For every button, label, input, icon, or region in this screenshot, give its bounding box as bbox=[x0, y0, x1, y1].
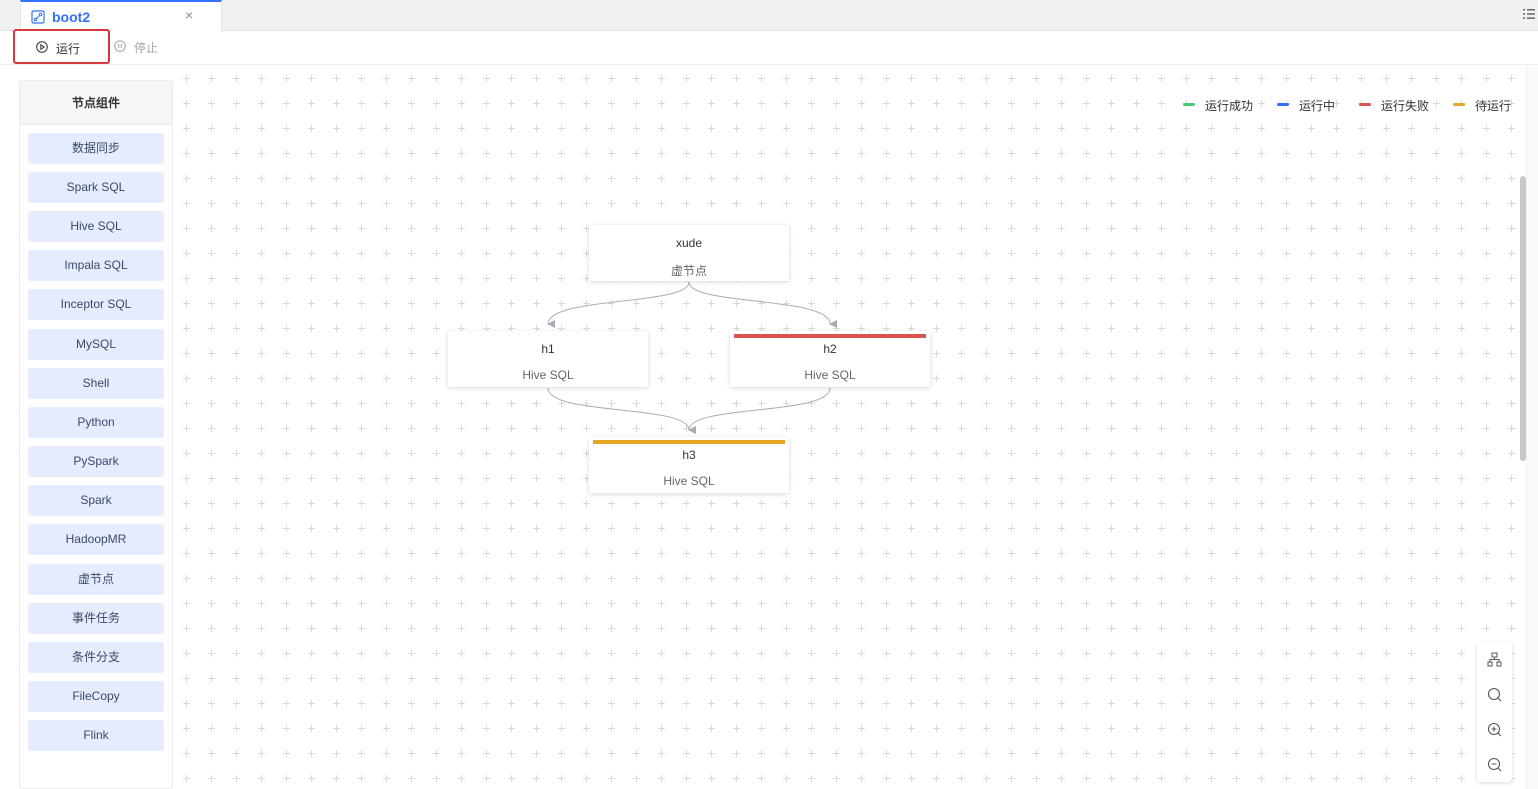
panel-item-mysql[interactable]: MySQL bbox=[28, 329, 164, 360]
canvas-grid bbox=[174, 66, 1526, 789]
panel-title: 节点组件 bbox=[20, 81, 172, 125]
auto-layout-button[interactable] bbox=[1477, 642, 1512, 677]
panel-item-spark[interactable]: Spark bbox=[28, 485, 164, 516]
zoom-in-icon bbox=[1487, 722, 1502, 737]
legend-swatch bbox=[1277, 103, 1289, 106]
edge-h2-h3 bbox=[688, 387, 831, 435]
tab-bar: boot2 × bbox=[0, 0, 1538, 32]
zoom-out-button[interactable] bbox=[1477, 747, 1512, 782]
vertical-scrollbar-thumb[interactable] bbox=[1520, 176, 1526, 461]
node-component-panel: 节点组件 数据同步 Spark SQL Hive SQL Impala SQL … bbox=[19, 80, 173, 789]
workflow-file-icon bbox=[31, 10, 45, 24]
layout-tree-icon bbox=[1487, 652, 1502, 667]
dag-node-xude[interactable]: xude 虚节点 bbox=[589, 225, 789, 281]
legend-swatch bbox=[1183, 103, 1195, 106]
node-type: Hive SQL bbox=[804, 368, 856, 382]
stop-label: 停止 bbox=[134, 41, 159, 55]
legend-label: 待运行 bbox=[1475, 99, 1512, 113]
node-type: Hive SQL bbox=[663, 474, 715, 488]
list-menu-icon[interactable] bbox=[1522, 7, 1536, 21]
zoom-out-icon bbox=[1487, 757, 1502, 772]
node-name: xude bbox=[675, 236, 703, 250]
node-type: 虚节点 bbox=[670, 264, 707, 278]
search-icon bbox=[1487, 687, 1502, 702]
panel-item-hive-sql[interactable]: Hive SQL bbox=[28, 211, 164, 242]
dag-node-h3[interactable]: h3 Hive SQL bbox=[589, 437, 789, 493]
panel-item-virtual-node[interactable]: 虚节点 bbox=[28, 564, 164, 595]
node-name: h2 bbox=[823, 342, 837, 356]
play-circle-icon bbox=[36, 41, 48, 53]
panel-item-shell[interactable]: Shell bbox=[28, 368, 164, 399]
run-button[interactable]: 运行 bbox=[13, 29, 110, 64]
panel-item-hadoopmr[interactable]: HadoopMR bbox=[28, 524, 164, 555]
node-status-bar-pending bbox=[593, 440, 785, 444]
legend-label: 运行成功 bbox=[1205, 99, 1254, 113]
dag-node-h1[interactable]: h1 Hive SQL bbox=[448, 331, 648, 387]
run-label: 运行 bbox=[56, 42, 81, 56]
fit-view-button[interactable] bbox=[1477, 677, 1512, 712]
panel-item-filecopy[interactable]: FileCopy bbox=[28, 681, 164, 712]
edge-xude-h1 bbox=[547, 281, 690, 329]
edge-xude-h2 bbox=[688, 281, 838, 328]
legend-swatch bbox=[1453, 103, 1465, 106]
tab-title: boot2 bbox=[52, 9, 91, 25]
close-icon[interactable]: × bbox=[185, 7, 194, 23]
legend-label: 运行中 bbox=[1299, 99, 1336, 113]
dag-canvas[interactable] bbox=[174, 66, 1526, 789]
dag-node-h2[interactable]: h2 Hive SQL bbox=[730, 331, 930, 387]
panel-item-event-task[interactable]: 事件任务 bbox=[28, 603, 164, 634]
panel-item-spark-sql[interactable]: Spark SQL bbox=[28, 172, 164, 203]
vertical-scrollbar-track[interactable] bbox=[1526, 66, 1538, 789]
node-type: Hive SQL bbox=[522, 368, 574, 382]
node-name: h1 bbox=[541, 342, 555, 356]
panel-item-inceptor-sql[interactable]: Inceptor SQL bbox=[28, 289, 164, 320]
panel-item-data-sync[interactable]: 数据同步 bbox=[28, 133, 164, 164]
tab-boot2[interactable]: boot2 × bbox=[20, 0, 222, 32]
canvas-controls bbox=[1477, 642, 1512, 782]
legend-label: 运行失败 bbox=[1381, 99, 1430, 113]
panel-item-python[interactable]: Python bbox=[28, 407, 164, 438]
zoom-in-button[interactable] bbox=[1477, 712, 1512, 747]
node-status-bar-failed bbox=[734, 334, 926, 338]
legend-swatch bbox=[1359, 103, 1371, 106]
edge-h1-h3 bbox=[547, 387, 697, 434]
panel-item-flink[interactable]: Flink bbox=[28, 720, 164, 751]
panel-item-pyspark[interactable]: PySpark bbox=[28, 446, 164, 477]
node-name: h3 bbox=[682, 448, 696, 462]
panel-item-impala-sql[interactable]: Impala SQL bbox=[28, 250, 164, 281]
pause-circle-icon bbox=[114, 40, 126, 52]
toolbar bbox=[0, 31, 1538, 65]
panel-item-condition-branch[interactable]: 条件分支 bbox=[28, 642, 164, 673]
